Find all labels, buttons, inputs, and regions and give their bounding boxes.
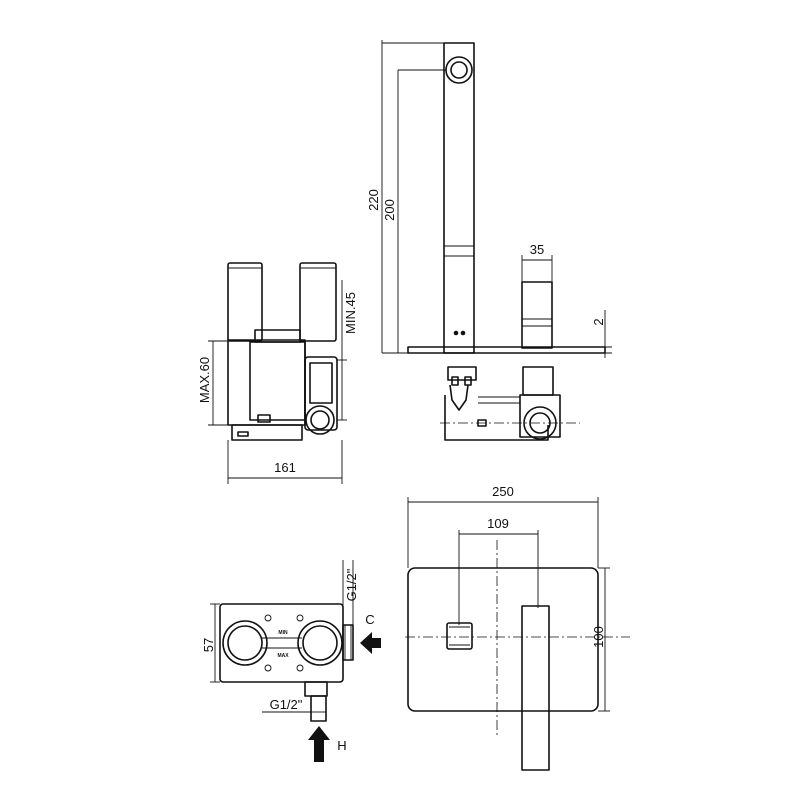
cold-inlet-arrow [360,632,381,654]
side-elevation: 220 200 35 2 [366,40,612,441]
thread-cold: G1/2" [344,568,359,601]
cold-inlet-label: C [365,612,374,627]
valve-max-label: MAX [277,653,289,659]
thread-hot: G1/2" [270,697,303,712]
dimension-200: 200 [382,199,397,221]
dimension-57: 57 [201,638,216,652]
spout-outlet-front [446,622,473,650]
dimension-35: 35 [530,242,544,257]
spout-body [443,42,475,354]
dimension-max-60: MAX.60 [197,357,212,403]
box-inlet-ring [305,405,335,435]
handle-front [521,605,550,771]
handle-body [521,281,553,349]
box-front-port-right [297,620,343,666]
hot-inlet-label: H [337,738,346,753]
wall-plate [407,567,599,712]
wall-plate-edge [407,346,606,354]
dimension-109: 109 [487,516,509,531]
dimension-2: 2 [591,318,606,325]
box-front-port-left [222,620,268,666]
dimension-161: 161 [274,460,296,475]
box-front-view: MIN MAX 57 G1/2" G1/2" C H [201,560,381,762]
box-side-view: MAX.60 MIN.45 161 [197,262,358,484]
dimension-220: 220 [366,189,381,211]
hot-inlet-arrow [308,726,330,762]
dimension-250: 250 [492,484,514,499]
valve-min-label: MIN [278,630,288,636]
dimension-min-45: MIN.45 [343,292,358,334]
front-elevation: 250 109 100 [405,484,630,771]
spout-outlet [445,56,473,84]
dimension-100: 100 [591,626,606,648]
